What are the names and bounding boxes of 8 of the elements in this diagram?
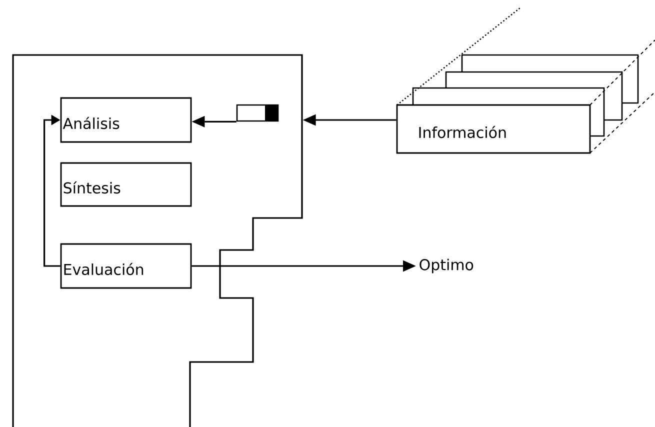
outline-frame (12, 54, 303, 427)
outcome-label: Optimo (420, 258, 474, 274)
process-box: Análisis (60, 97, 192, 143)
plug-icon (236, 104, 279, 122)
process-box: Información (396, 104, 591, 154)
arrow (44, 114, 60, 267)
process-box: Evaluación (60, 243, 192, 289)
process-box: Síntesis (60, 162, 192, 207)
